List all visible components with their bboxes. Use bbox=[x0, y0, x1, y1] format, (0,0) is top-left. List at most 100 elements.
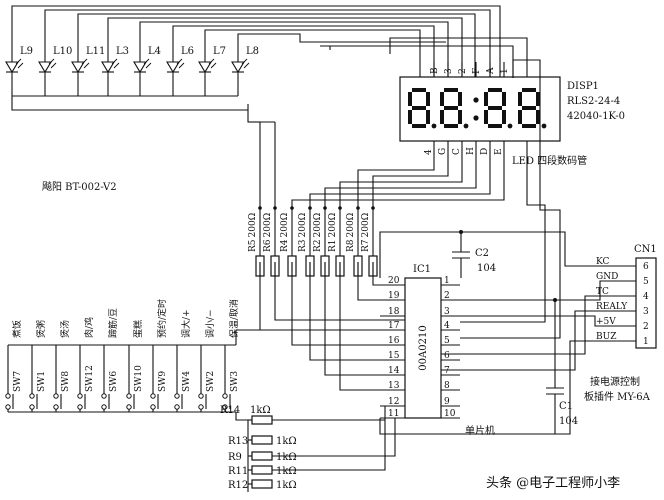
ic-right-pin-number: 5 bbox=[444, 336, 450, 346]
button-function-label: 预约/定时 bbox=[156, 299, 168, 338]
button-function-label: 蹄筋/豆 bbox=[107, 308, 119, 338]
cn1-ref: CN1 bbox=[634, 244, 657, 255]
resistor-label: R5200Ω bbox=[248, 213, 258, 252]
digit-8 bbox=[484, 88, 513, 129]
cn1-signal-label: REALY bbox=[596, 302, 628, 312]
display-name: DISP1 bbox=[567, 81, 599, 92]
ic-left-pin-number: 15 bbox=[388, 351, 400, 361]
resistor-r1: R1200Ω bbox=[328, 208, 345, 277]
display-model-2: 42040-1K-0 bbox=[567, 111, 625, 122]
resistor-value: 1kΩ bbox=[250, 405, 271, 416]
capacitor-c1: C1 104 bbox=[546, 298, 578, 434]
button-sw9: 预约/定时 SW9 bbox=[150, 299, 168, 412]
resistor-label: R3200Ω bbox=[298, 213, 308, 252]
button-ref-label: SW12 bbox=[85, 365, 95, 392]
button-ref-label: SW4 bbox=[182, 371, 192, 392]
resistor-r6: R6200Ω bbox=[263, 208, 280, 277]
button-ref-label: SW10 bbox=[134, 365, 144, 392]
cn1-pin-number: 6 bbox=[643, 262, 649, 272]
led-l10: L10 bbox=[38, 46, 72, 96]
resistor-r4: R4200Ω bbox=[280, 208, 297, 277]
button-ref-label: SW9 bbox=[158, 371, 168, 392]
resistor-value: 1kΩ bbox=[276, 466, 297, 477]
ic-right-pin-number: 4 bbox=[444, 321, 450, 331]
button-function-label: 煮饭 bbox=[11, 320, 23, 338]
display-bottom-pin-label: H bbox=[466, 147, 476, 155]
button-function-label: 调大/+ bbox=[180, 309, 192, 338]
button-ref-label: SW6 bbox=[109, 371, 119, 392]
resistor-r5: R5200Ω bbox=[248, 208, 265, 277]
display-bottom-pin-label: C bbox=[452, 148, 462, 155]
ic-right-pin-number: 1 bbox=[444, 276, 450, 286]
ic1-ref: IC1 bbox=[413, 264, 431, 275]
ic-right-pin-number: 8 bbox=[444, 381, 450, 391]
button-ref-label: SW7 bbox=[13, 371, 23, 392]
ic-right-pin-number: 6 bbox=[444, 351, 450, 361]
ic1-part: 00A0210 bbox=[418, 325, 429, 370]
ic-left-pin-number: 13 bbox=[388, 381, 400, 391]
cn1-pin-number: 1 bbox=[643, 337, 649, 347]
button-function-label: 保温/取消 bbox=[228, 299, 240, 338]
ic-right-pin-number: 9 bbox=[444, 397, 450, 407]
display-top-pin-label: 3 bbox=[444, 68, 454, 74]
display-top-pin-label: 1 bbox=[500, 68, 510, 74]
ic-left-pin-number: 14 bbox=[388, 366, 400, 376]
led-l3: L3 bbox=[101, 46, 129, 96]
led-label: L9 bbox=[20, 46, 33, 57]
digit-8 bbox=[408, 88, 437, 129]
display-model-1: RLS2-24-4 bbox=[567, 96, 620, 107]
led-label: L3 bbox=[116, 46, 129, 57]
ic-left-pin-number: 19 bbox=[388, 291, 400, 301]
c2-value: 104 bbox=[477, 263, 496, 274]
display-digits bbox=[408, 88, 547, 129]
button-bus-wires bbox=[8, 329, 260, 421]
board-label: 飚阳 BT-002-V2 bbox=[42, 181, 117, 193]
button-sw4: 调大/+ SW4 bbox=[174, 309, 192, 412]
ic1-body bbox=[404, 277, 442, 419]
resistor-ref: R13 bbox=[228, 436, 248, 447]
ic-left-pin-number: 18 bbox=[388, 307, 400, 317]
button-function-label: 调小/− bbox=[205, 309, 216, 338]
top-bus-wires bbox=[11, 5, 528, 200]
led-l6: L6 bbox=[166, 46, 194, 96]
display-bottom-wires bbox=[291, 59, 561, 339]
cn1-body bbox=[635, 257, 657, 349]
ic-right-pin-number: 10 bbox=[444, 409, 456, 419]
capacitor-c2: C2 104 bbox=[452, 230, 496, 278]
c1-ref: C1 bbox=[559, 401, 573, 412]
display-top-pin-label: A bbox=[486, 67, 496, 75]
cn1-caption-2: 板插件 MY-6A bbox=[584, 390, 651, 403]
display-top-pin-label: F bbox=[472, 68, 482, 74]
led-l4: L4 bbox=[133, 46, 161, 96]
button-sw6: 蹄筋/豆 SW6 bbox=[101, 308, 119, 412]
display-top-pin-label: B bbox=[430, 67, 440, 74]
ic-right-pin-number: 7 bbox=[444, 366, 450, 376]
resistor-label: R8200Ω bbox=[346, 213, 356, 252]
resistor-label: R1200Ω bbox=[328, 213, 338, 252]
digit-8 bbox=[440, 88, 469, 129]
led-l9: L9 bbox=[5, 46, 33, 96]
button-row: 煮饭SW7煲粥SW1煲汤SW8肉/鸡SW12蹄筋/豆SW6蛋糕SW10预约/定时… bbox=[5, 299, 240, 412]
resistor-label: R6200Ω bbox=[263, 213, 273, 252]
resistor-ref: R9 bbox=[228, 452, 242, 463]
c2-ref: C2 bbox=[475, 248, 489, 259]
ic1-caption: 单片机 bbox=[465, 424, 495, 437]
cn1-signal-label: GND bbox=[596, 272, 618, 282]
cn1-signal-label: KC bbox=[596, 257, 609, 267]
ic-left-pin-number: 11 bbox=[388, 409, 399, 419]
led-l11: L11 bbox=[71, 46, 105, 96]
resistor-r7: R7200Ω bbox=[361, 208, 378, 277]
cn1-signal-label: +5V bbox=[596, 317, 616, 327]
display-bottom-pin-label: D bbox=[480, 148, 490, 155]
ic-right-pin-number: 2 bbox=[444, 291, 450, 301]
